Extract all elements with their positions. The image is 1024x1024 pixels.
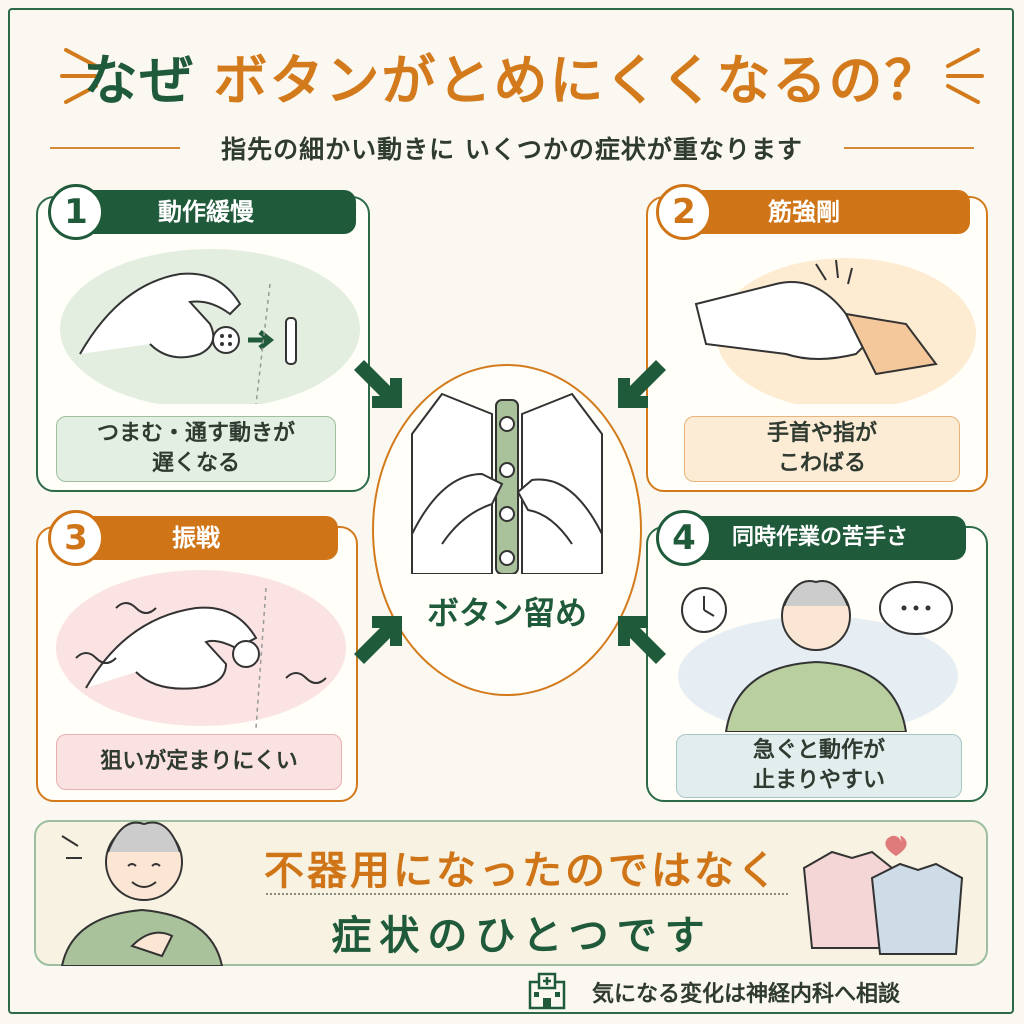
card-2-caption: 手首や指が こわばる — [684, 416, 960, 482]
shirt-button-illustration — [411, 392, 603, 574]
card-2-title: 筋強剛 — [668, 190, 970, 234]
card-4-number: 4 — [656, 510, 712, 566]
hurried-elderly-man-illustration — [678, 580, 958, 732]
title-question: ボタンがとめにくくなるの？ — [213, 49, 941, 112]
card-3-caption-line1: 狙いが定まりにくい — [100, 749, 298, 774]
title-why: なぜ — [83, 49, 196, 112]
accent-lines-left-icon — [60, 48, 98, 104]
conclusion-divider — [266, 893, 788, 895]
hand-pinching-button-illustration — [60, 249, 360, 404]
card-1-number: 1 — [48, 184, 104, 240]
page-frame — [8, 8, 1014, 1014]
footer-text: 気になる変化は神経内科へ相談 — [592, 982, 901, 1007]
arrow-icon — [354, 616, 402, 664]
arrow-icon — [618, 360, 666, 408]
card-4-caption-line1: 急ぐと動作が — [752, 738, 885, 763]
card-1-caption-line1: つまむ・通す動きが — [96, 421, 295, 446]
center-label: ボタン留め — [426, 594, 587, 632]
subtitle-rule-right — [844, 147, 974, 149]
subtitle: 指先の細かい動きに いくつかの症状が重なります — [221, 135, 803, 164]
card-3-caption: 狙いが定まりにくい — [56, 734, 342, 790]
hospital-icon — [528, 972, 566, 1010]
card-2-caption-line1: 手首や指が — [766, 421, 877, 446]
card-4-caption-line2: 止まりやすい — [752, 768, 885, 793]
trembling-hand-illustration — [56, 570, 346, 728]
smiling-elderly-man-illustration — [60, 821, 224, 966]
arrow-icon — [354, 360, 402, 408]
shirts-illustration — [802, 835, 964, 955]
accent-lines-right-icon — [946, 48, 984, 104]
card-2-number: 2 — [656, 184, 712, 240]
page-title: なぜボタンがとめにくくなるの？ — [0, 36, 1024, 115]
arrow-icon — [618, 616, 666, 664]
conclusion-line1: 不器用になったのではなく — [264, 848, 780, 894]
card-1-title: 動作緩慢 — [60, 190, 356, 234]
card-3-title: 振戦 — [60, 516, 338, 560]
heart-icon — [885, 835, 907, 856]
subtitle-rule-left — [50, 147, 180, 149]
card-3-number: 3 — [48, 510, 104, 566]
stiff-wrist-illustration — [694, 258, 976, 404]
subtitle-row: 指先の細かい動きに いくつかの症状が重なります — [0, 128, 1024, 168]
card-2-caption-line2: こわばる — [777, 451, 866, 476]
card-4-title: 同時作業の苦手さ — [668, 516, 966, 560]
card-1-caption: つまむ・通す動きが 遅くなる — [56, 416, 336, 482]
card-1-caption-line2: 遅くなる — [151, 451, 240, 476]
card-4-caption: 急ぐと動作が 止まりやすい — [676, 734, 962, 798]
conclusion-line2: 症状のひとつです — [331, 913, 713, 959]
